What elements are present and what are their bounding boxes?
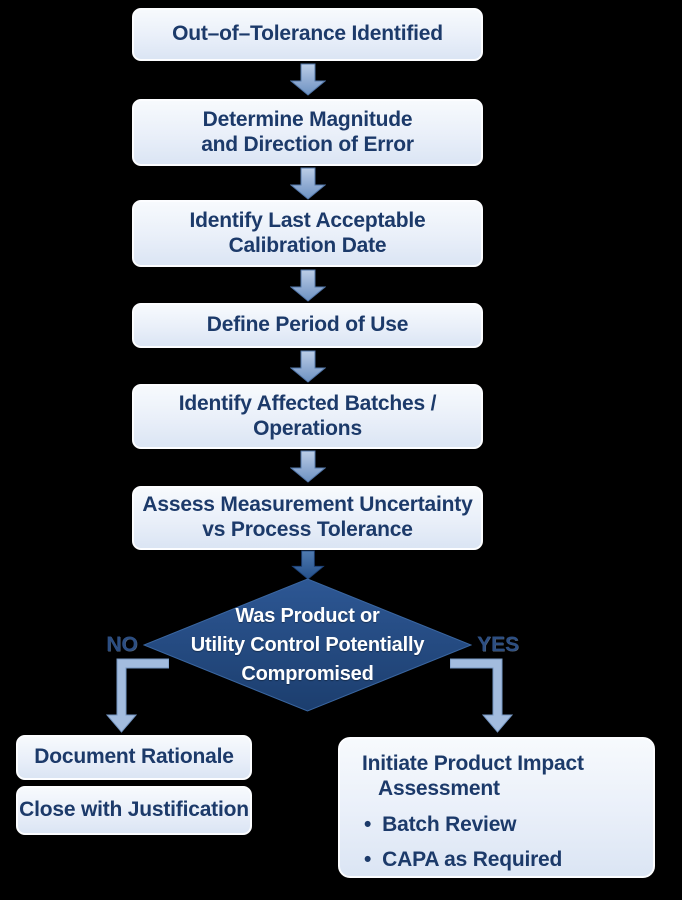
decision-diamond: Was Product or Utility Control Potential… xyxy=(143,578,472,712)
step-label: Identify Last Acceptable Calibration Dat… xyxy=(189,208,426,257)
step-box-assess-uncertainty: Assess Measurement Uncertainty vs Proces… xyxy=(132,486,483,550)
bullet-item-batch-review: Batch Review xyxy=(364,813,653,838)
step-label: Determine Magnitude and Direction of Err… xyxy=(201,107,414,156)
outcome-label: Document Rationale xyxy=(34,745,234,769)
step-label: Out–of–Tolerance Identified xyxy=(172,22,443,46)
step-box-last-acceptable-calibration: Identify Last Acceptable Calibration Dat… xyxy=(132,200,483,267)
no-branch-connector-arrow xyxy=(105,658,169,733)
step-label: Identify Affected Batches / Operations xyxy=(178,391,437,440)
down-arrow-5 xyxy=(290,450,326,483)
outcome-label: Close with Justification xyxy=(19,798,249,822)
down-arrow-6 xyxy=(291,550,325,580)
down-arrow-2 xyxy=(290,167,326,200)
diamond-shape xyxy=(143,578,472,712)
outcome-title-line1: Initiate Product Impact xyxy=(362,752,584,775)
step-label: Define Period of Use xyxy=(206,313,409,337)
step-box-determine-magnitude: Determine Magnitude and Direction of Err… xyxy=(132,99,483,166)
step-box-define-period-of-use: Define Period of Use xyxy=(132,303,483,348)
no-branch-label: NO xyxy=(106,633,138,656)
yes-branch-connector-arrow xyxy=(450,658,514,733)
down-arrow-3 xyxy=(290,269,326,302)
down-arrow-4 xyxy=(290,350,326,383)
outcome-box-product-impact-assessment: Initiate Product Impact Assessment Batch… xyxy=(338,737,655,878)
down-arrow-1 xyxy=(290,63,326,96)
yes-branch-label: YES xyxy=(476,633,520,656)
step-box-out-of-tolerance: Out–of–Tolerance Identified xyxy=(132,8,483,61)
step-label: Assess Measurement Uncertainty vs Proces… xyxy=(142,493,473,541)
outcome-box-document-rationale: Document Rationale xyxy=(16,735,252,780)
outcome-title-line2: Assessment xyxy=(378,776,500,800)
step-box-identify-affected-batches: Identify Affected Batches / Operations xyxy=(132,384,483,449)
decision-label: Was Product or Utility Control Potential… xyxy=(190,604,425,685)
bullet-item-capa: CAPA as Required xyxy=(364,848,653,873)
outcome-box-close-with-justification: Close with Justification xyxy=(16,786,252,835)
